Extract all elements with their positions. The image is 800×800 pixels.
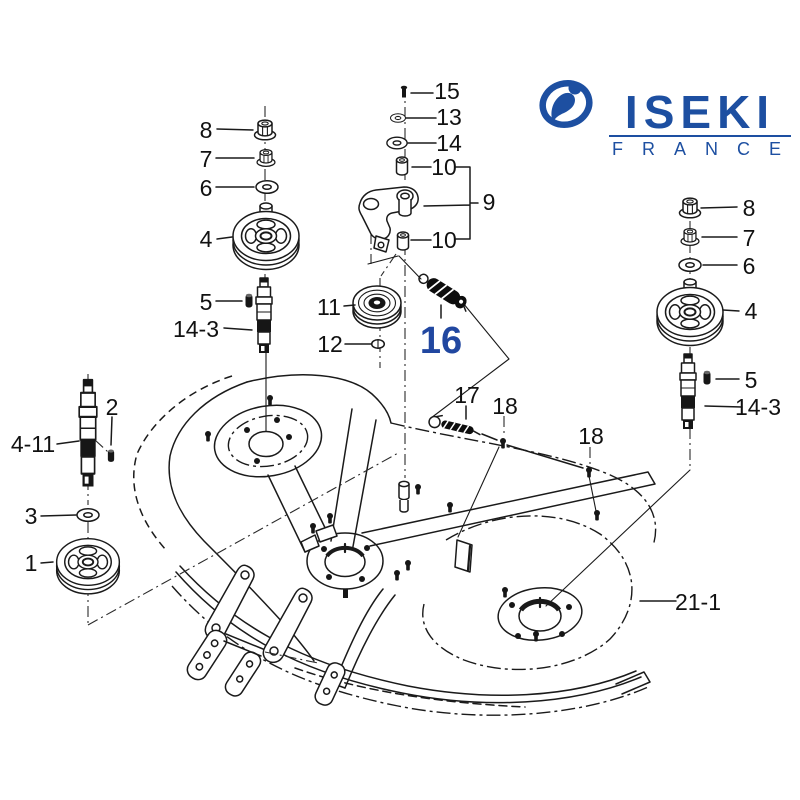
clip-12 (370, 339, 386, 349)
callout-11: 11 (317, 294, 341, 320)
shaft-14-3-left (255, 277, 273, 354)
washer-6-right (678, 257, 702, 273)
brand-region: FRANCE (612, 139, 800, 159)
callout-14-3-right: 14-3 (735, 394, 781, 420)
bracket-9 (358, 186, 419, 253)
callout-6-right: 6 (743, 253, 756, 279)
center-lines (87, 86, 691, 626)
callout-5-left: 5 (200, 289, 213, 315)
callout-labels: 15 13 14 10 9 10 8 7 6 4 5 14-3 11 12 16… (11, 78, 781, 615)
callout-16-highlighted: 16 (420, 320, 462, 362)
shaft-4-11 (78, 378, 98, 488)
callout-10-lower: 10 (431, 227, 457, 253)
callout-17: 17 (454, 382, 480, 408)
callout-10-upper: 10 (431, 154, 457, 180)
callout-7-right: 7 (743, 225, 756, 251)
pulley-4-right (656, 286, 724, 347)
logo-figure-body-icon (551, 92, 575, 122)
pin-15 (400, 85, 408, 98)
callout-1: 1 (25, 550, 38, 576)
callout-4-11: 4-11 (11, 431, 55, 457)
callout-9: 9 (483, 189, 496, 215)
callout-13: 13 (436, 104, 462, 130)
callout-8-left: 8 (200, 117, 213, 143)
brand-name: ISEKI (625, 86, 775, 138)
callout-18-second: 18 (578, 423, 604, 449)
callout-8-right: 8 (743, 195, 756, 221)
callout-2: 2 (106, 394, 119, 420)
callout-7-left: 7 (200, 146, 213, 172)
nut-8-right (678, 197, 702, 219)
spring-17 (428, 414, 481, 436)
front-hanger-brackets (186, 564, 396, 706)
washer-3 (76, 507, 100, 523)
logo-ellipse-icon (539, 80, 593, 128)
key-5-left (245, 293, 253, 308)
shaft-14-3-right (679, 353, 697, 430)
callout-5-right: 5 (745, 367, 758, 393)
pulley-4-left (232, 210, 300, 271)
callout-3: 3 (25, 503, 38, 529)
washer-13 (390, 113, 406, 123)
nut-8-left (253, 119, 277, 141)
callout-12: 12 (317, 331, 343, 357)
callout-6-left: 6 (200, 175, 213, 201)
logo-figure-head-icon (568, 81, 582, 95)
bolt-18-first (500, 438, 506, 449)
callout-14-3-left: 14-3 (173, 316, 219, 342)
callout-18-first: 18 (492, 393, 518, 419)
iseki-france-logo: ISEKI FRANCE (539, 80, 800, 159)
center-spindle-dish (300, 524, 384, 598)
washer-6-left (255, 179, 279, 195)
parts (55, 85, 724, 595)
idler-pulley-11 (352, 285, 402, 329)
callout-4-right: 4 (745, 298, 758, 324)
right-spindle-dish (497, 587, 583, 641)
nut-7-right (680, 227, 700, 246)
callout-21-1: 21-1 (675, 589, 721, 615)
key-2 (107, 449, 115, 462)
bushing-10-lower (396, 231, 410, 251)
bushing-10-upper (395, 156, 409, 176)
washer-14 (386, 136, 408, 150)
callout-leaders (40, 92, 743, 602)
callout-14: 14 (436, 130, 462, 156)
bolt-18-second (586, 467, 592, 478)
left-spindle-dish (213, 404, 323, 478)
tension-spring-16 (418, 273, 467, 312)
mower-deck-drawing (133, 374, 657, 716)
pulley-1 (55, 537, 121, 595)
key-5-right (703, 370, 711, 385)
callout-4-left: 4 (200, 226, 213, 252)
nut-7-left (256, 148, 276, 167)
callout-15: 15 (434, 78, 460, 104)
